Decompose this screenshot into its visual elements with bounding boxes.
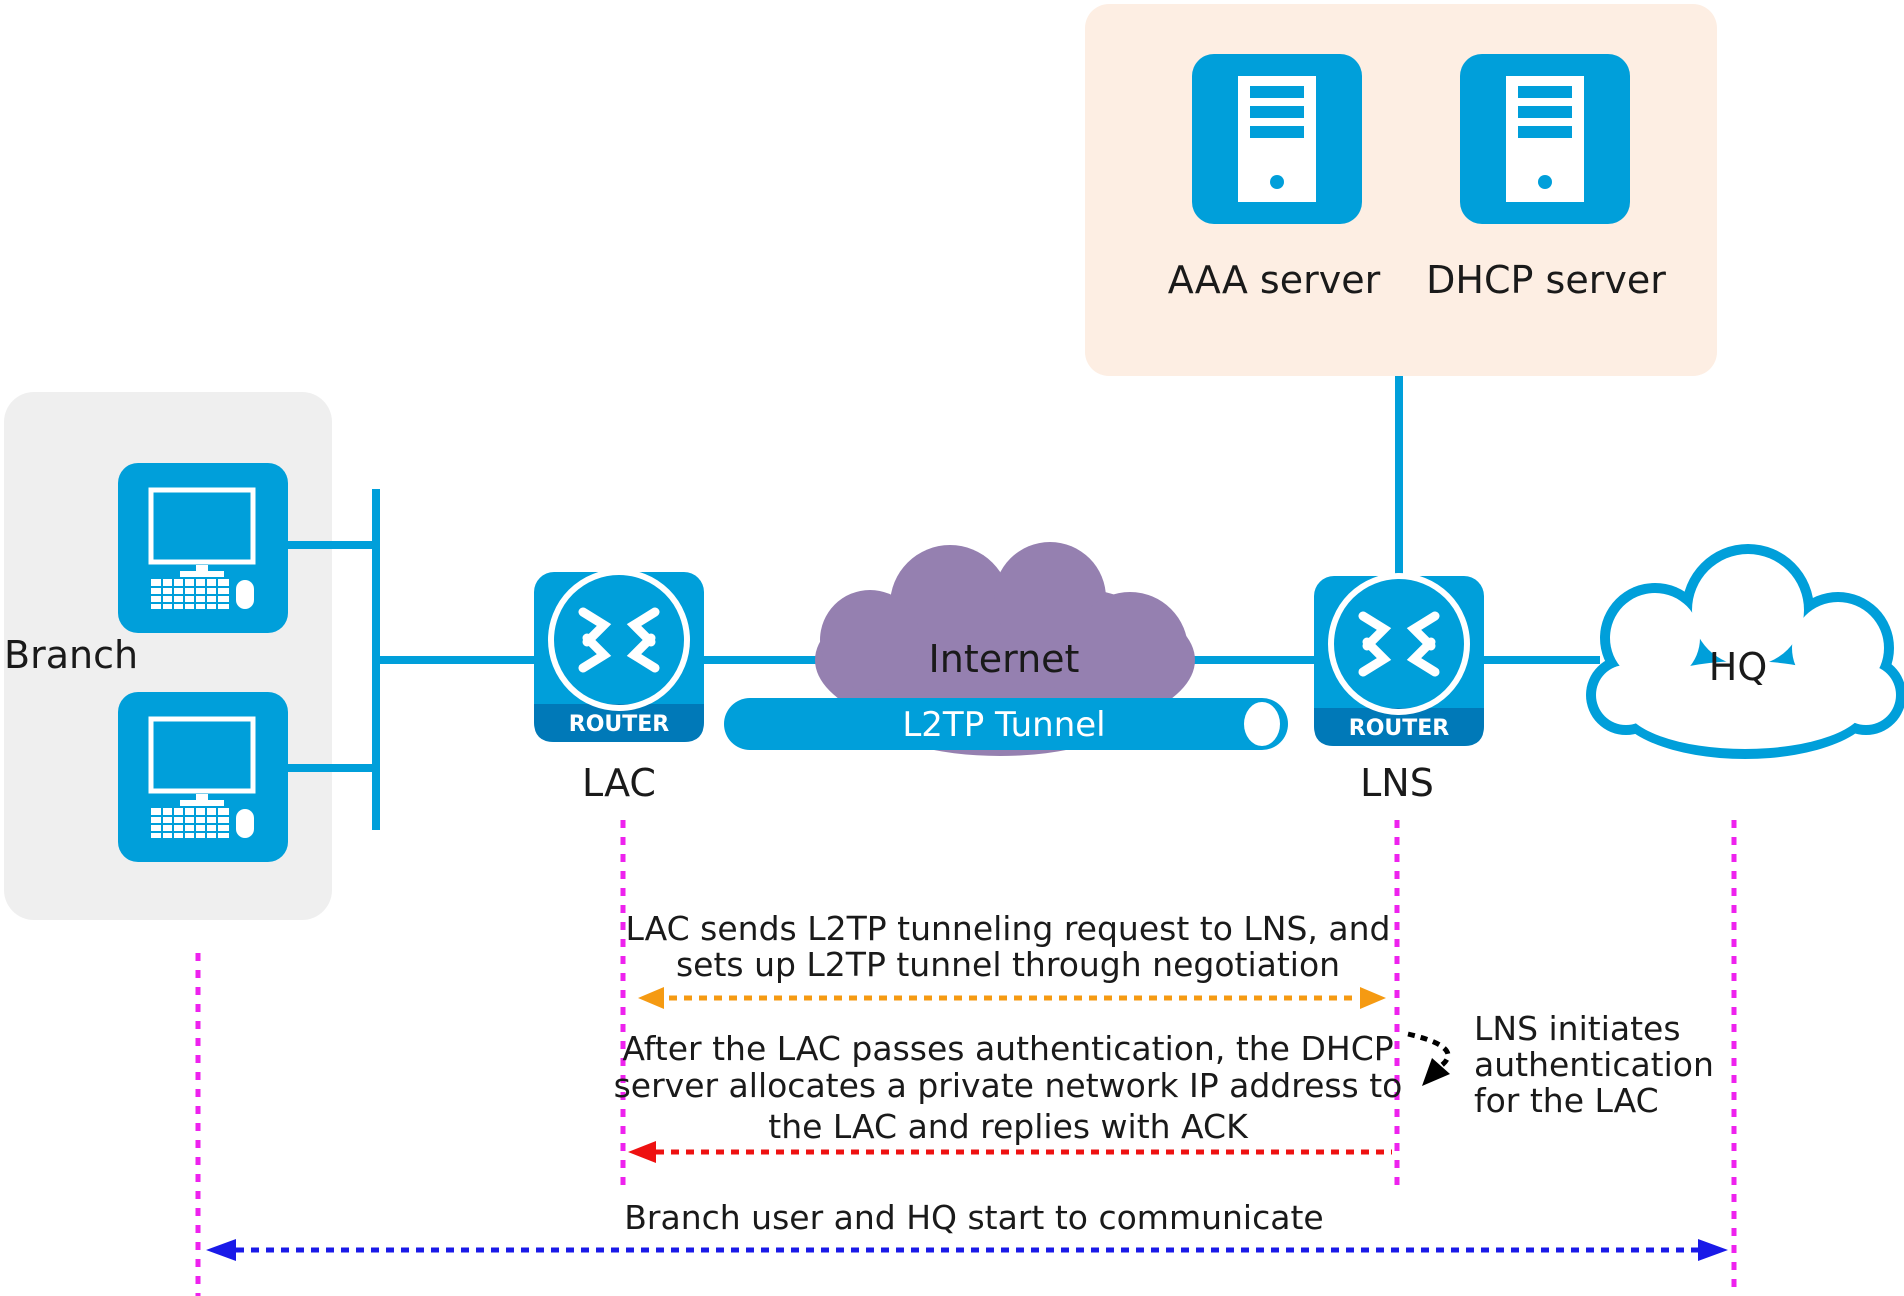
server-icon (1506, 76, 1584, 202)
step1-arrow (638, 987, 1386, 1009)
side-note-line3: for the LAC (1474, 1081, 1659, 1120)
branch-label: Branch (4, 633, 138, 677)
lac-router (534, 569, 704, 742)
side-note-line2: authentication (1474, 1045, 1714, 1084)
desktop-computer-icon (148, 487, 256, 565)
side-note-line1: LNS initiates (1474, 1009, 1681, 1048)
pc-bottom (118, 692, 288, 862)
pc-top (118, 463, 288, 633)
hq-cloud (1586, 544, 1904, 759)
step2-text-line3: the LAC and replies with ACK (768, 1107, 1249, 1146)
auth-arrow (1407, 1031, 1451, 1086)
lac-label: LAC (582, 761, 656, 805)
step1-text-line2: sets up L2TP tunnel through negotiation (676, 945, 1340, 984)
internet-label: Internet (929, 637, 1080, 681)
step3-arrow (206, 1239, 1728, 1261)
router-icon (1328, 573, 1470, 715)
lac-router-word: ROUTER (569, 712, 670, 737)
step3-text: Branch user and HQ start to communicate (624, 1198, 1323, 1237)
connection-lines (288, 376, 1600, 830)
server-icon (1238, 76, 1316, 202)
lns-label: LNS (1360, 761, 1434, 805)
lns-router (1314, 573, 1484, 746)
step2-text-line2: server allocates a private network IP ad… (614, 1066, 1403, 1105)
aaa-server-label: AAA server (1168, 258, 1381, 302)
step2-arrow (628, 1141, 1392, 1163)
hq-label: HQ (1709, 645, 1767, 689)
l2tp-tunnel (724, 698, 1288, 750)
tunnel-label: L2TP Tunnel (902, 705, 1105, 745)
step1-text-line1: LAC sends L2TP tunneling request to LNS,… (626, 909, 1391, 948)
step2-text-line1: After the LAC passes authentication, the… (622, 1029, 1393, 1068)
aaa-server (1192, 54, 1362, 224)
dhcp-server-label: DHCP server (1426, 258, 1666, 302)
router-icon (548, 569, 690, 711)
dhcp-server (1460, 54, 1630, 224)
timelines (195, 820, 1737, 1296)
lns-router-word: ROUTER (1349, 716, 1450, 741)
desktop-computer-icon (148, 716, 256, 794)
